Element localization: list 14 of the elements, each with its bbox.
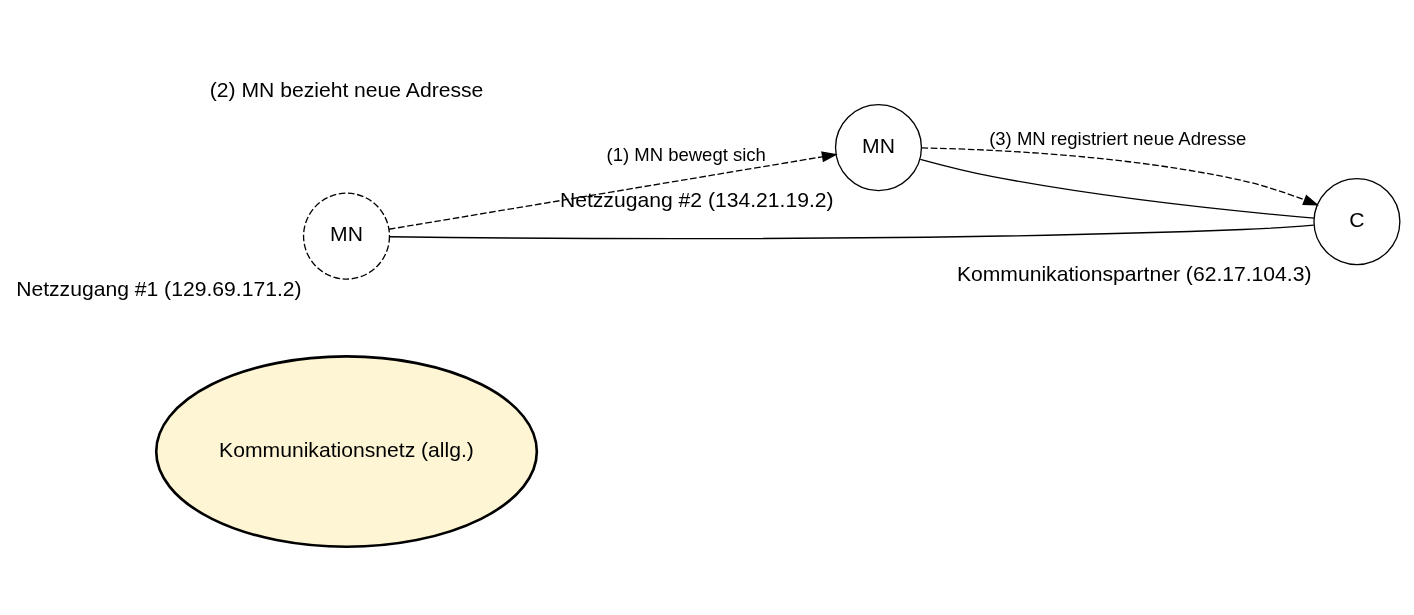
node-circle: C <box>1313 178 1401 266</box>
arrow <box>388 151 838 230</box>
node-ellipse: Kommunikationsnetz (allg.) <box>154 355 539 549</box>
label: (2) MN bezieht neue Adresse <box>209 78 484 102</box>
node-circle: MN <box>302 192 391 280</box>
connector <box>919 158 1315 219</box>
node-label: Netzzugang #1 (129.69.171.2) <box>16 277 302 300</box>
arrow <box>921 147 1319 206</box>
node-label: Netzzugang #2 (134.21.19.2) <box>559 188 834 212</box>
connector <box>389 224 1315 240</box>
edge-label: (3) MN registriert neue Adresse <box>989 128 1247 150</box>
node-label: Kommunikationspartner (62.17.104.3) <box>956 262 1312 286</box>
node-circle: MN <box>834 103 923 192</box>
edge-label: (1) MN bewegt sich <box>606 144 766 166</box>
